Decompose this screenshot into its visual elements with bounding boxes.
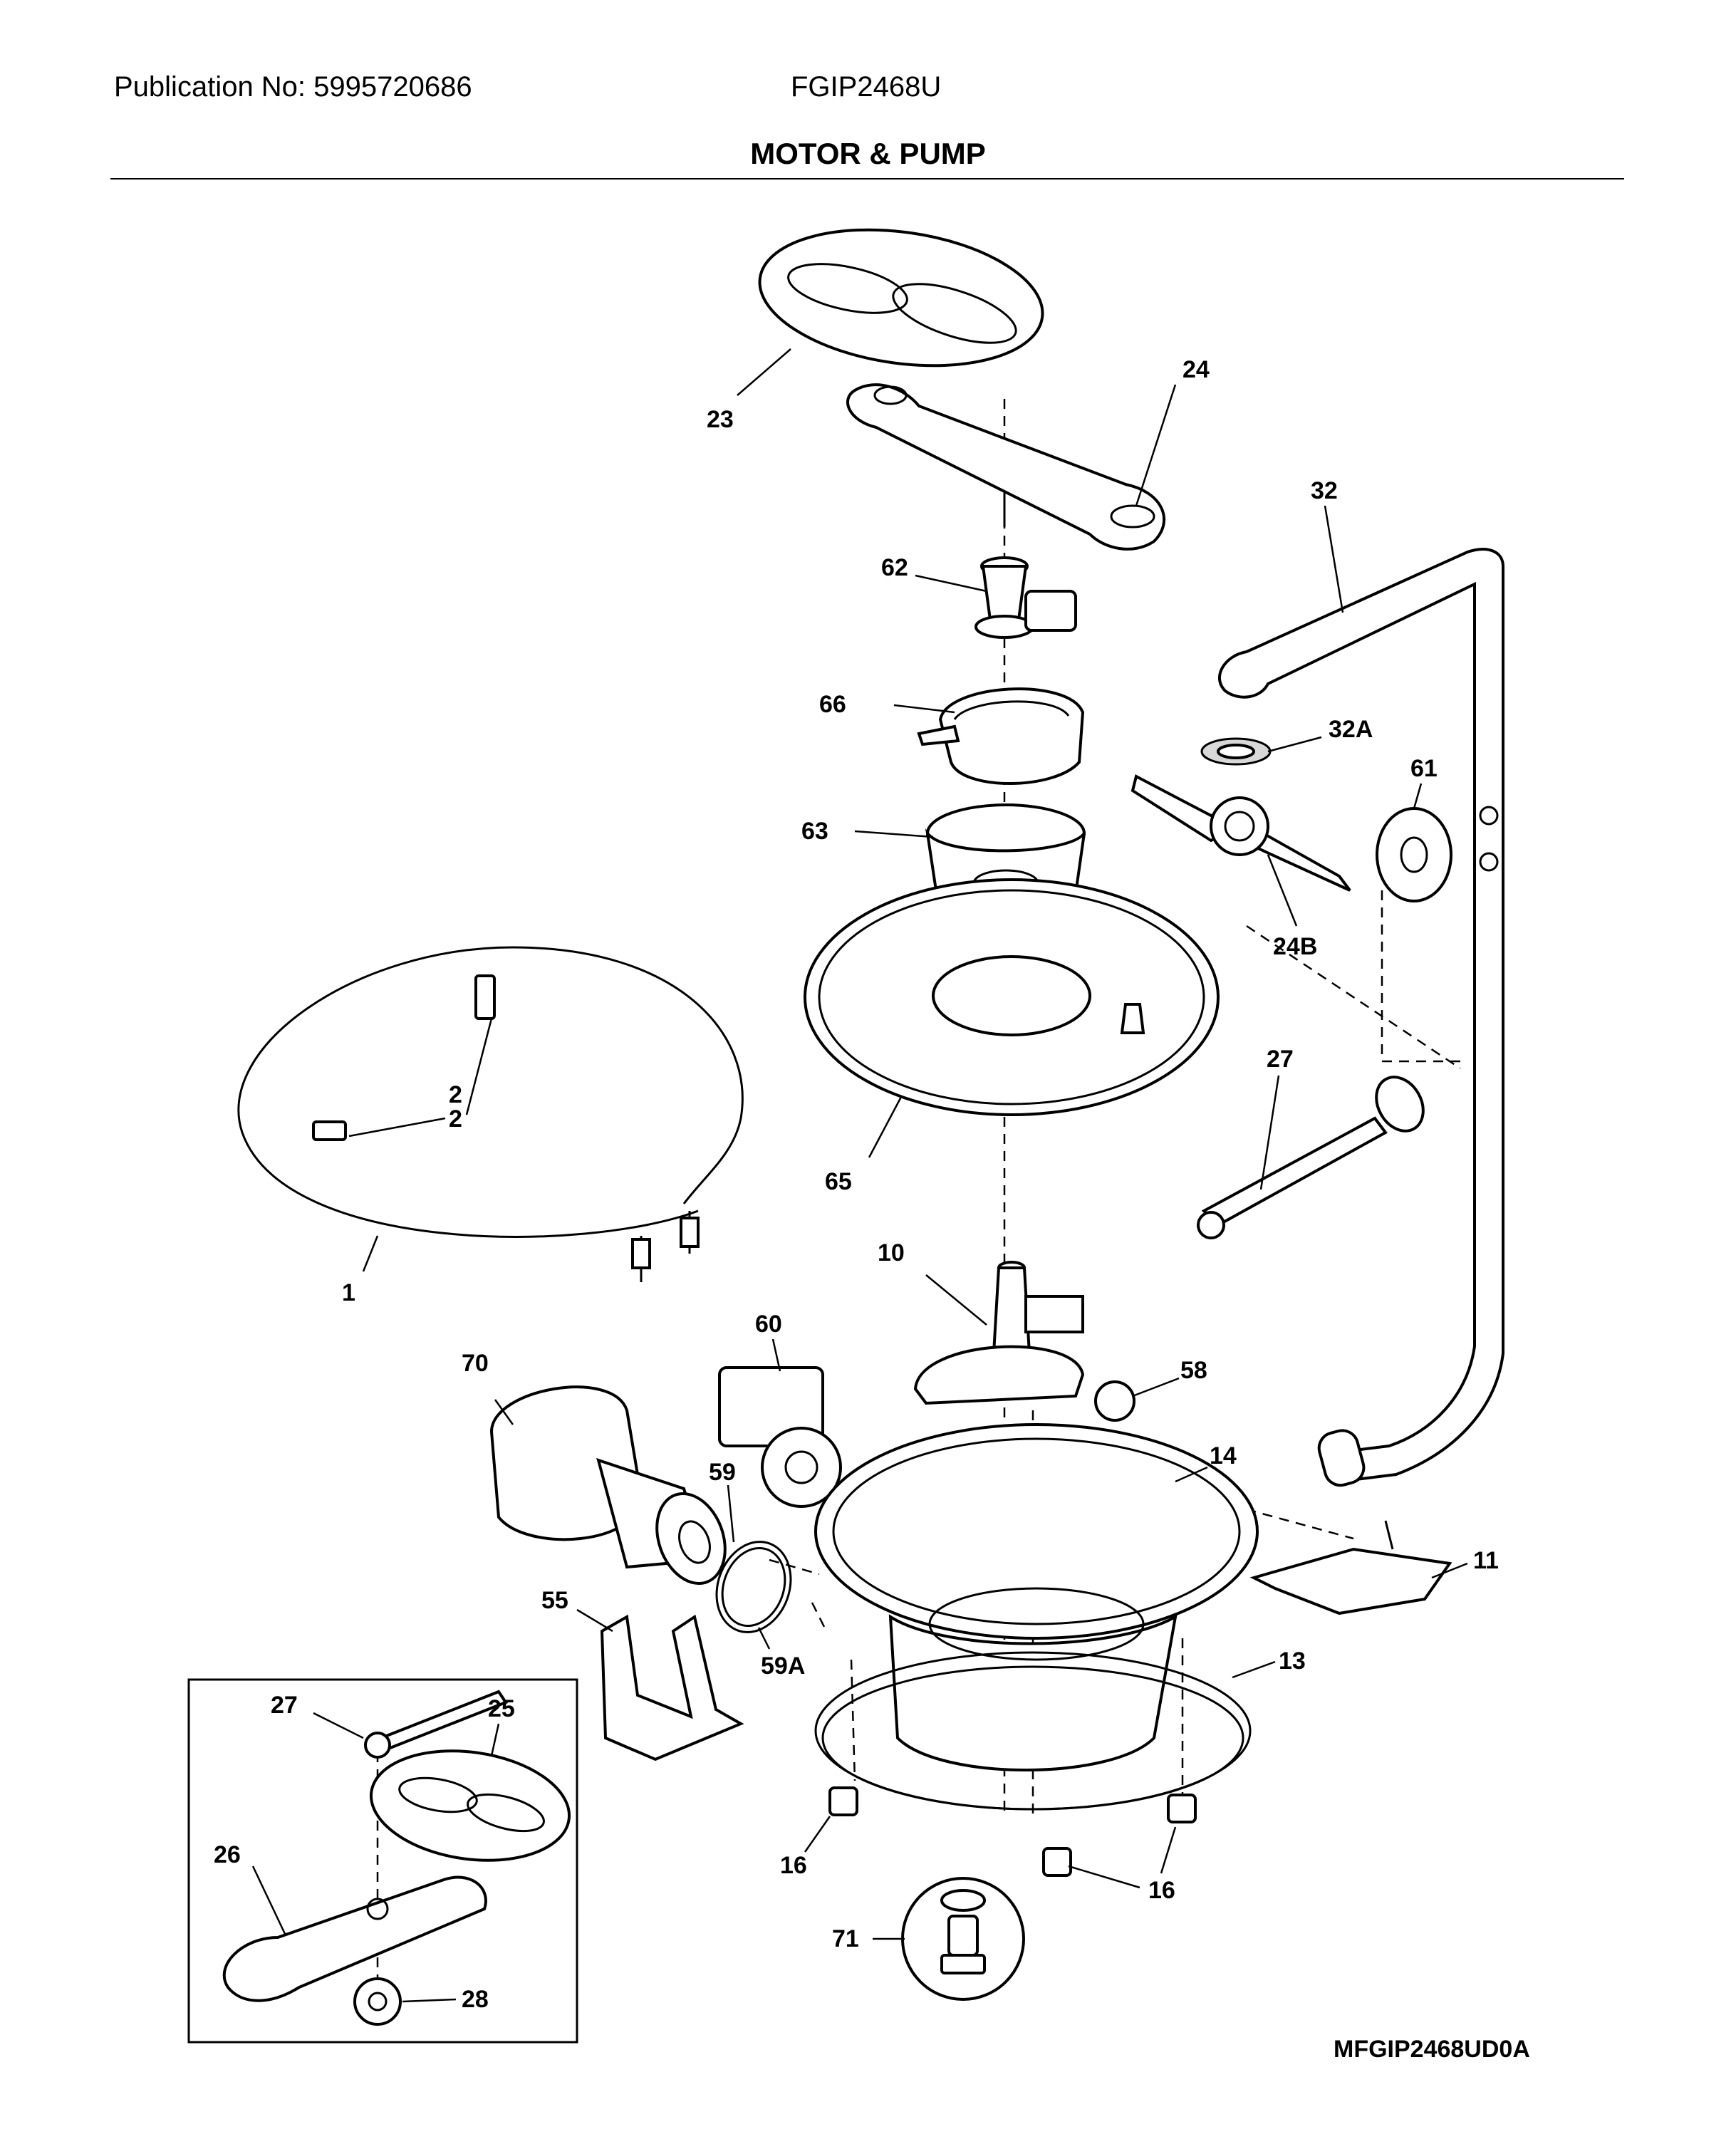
publication-number: Publication No: 5995720686 [114, 71, 472, 103]
callout-59: 59 [709, 1459, 736, 1486]
callout-2-upper: 2 [449, 1081, 462, 1108]
fine-filter-part [917, 687, 1085, 785]
drain-pump-part [718, 1366, 842, 1508]
motor-bracket-part [600, 1614, 744, 1761]
callout-27-inset: 27 [271, 1692, 298, 1719]
callout-70: 70 [462, 1350, 489, 1377]
callout-24: 24 [1183, 356, 1210, 383]
circulation-motor-part [489, 1385, 727, 1585]
callout-65: 65 [825, 1168, 852, 1195]
callout-16-left: 16 [780, 1852, 807, 1879]
pump-seal-ring-part [715, 1541, 792, 1633]
callout-11: 11 [1473, 1547, 1499, 1574]
heater-shield-part [1249, 1520, 1452, 1615]
callout-32a: 32A [1329, 716, 1373, 743]
check-valve-part [901, 1877, 1025, 2001]
model-number: FGIP2468U [791, 71, 942, 103]
callout-labels: 23 24 62 32 66 32A 61 63 24B 27 65 2 2 1… [214, 356, 1499, 2013]
filter-plate-part [804, 878, 1220, 1116]
sump-clip-part [828, 1786, 1197, 1877]
upper-spray-arm-part [846, 383, 1166, 551]
section-title: MOTOR & PUMP [750, 137, 986, 170]
sump-gasket-part [814, 1651, 1252, 1811]
callout-1: 1 [342, 1279, 355, 1306]
callout-25: 25 [488, 1695, 515, 1722]
spray-arm-bearing-part [1376, 807, 1452, 902]
callout-60: 60 [755, 1311, 782, 1338]
callout-62: 62 [881, 554, 908, 581]
upper-spray-shield-part [758, 228, 1044, 368]
inset-detail-box [187, 1678, 578, 2044]
spray-arm-support-part [913, 1261, 1085, 1405]
callout-10: 10 [878, 1239, 905, 1266]
element-clip-part [312, 974, 496, 1141]
drawing-code: MFGIP2468UD0A [1334, 2036, 1530, 2063]
callout-14: 14 [1210, 1442, 1237, 1469]
header-divider [110, 178, 1624, 179]
spray-arm-adapter-part [974, 556, 1077, 639]
callout-leaders [251, 348, 1468, 2003]
callout-23: 23 [707, 406, 734, 433]
callout-63: 63 [801, 818, 828, 845]
callout-28: 28 [462, 1986, 489, 2013]
callout-2-lower: 2 [449, 1105, 462, 1133]
callout-24b: 24B [1273, 933, 1317, 960]
sump-assembly-part [814, 1423, 1259, 1771]
middle-spray-arm-part [1131, 774, 1351, 892]
lower-wash-arm-manifold-part [1197, 1076, 1425, 1239]
upper-wash-tube-part [1217, 548, 1504, 1487]
callout-61: 61 [1410, 755, 1438, 782]
callout-59a: 59A [761, 1653, 805, 1680]
wash-tube-seal-part [1200, 737, 1272, 766]
callout-66: 66 [819, 691, 846, 718]
callout-26: 26 [214, 1841, 241, 1868]
callout-71: 71 [832, 1925, 859, 1952]
callout-58: 58 [1180, 1357, 1207, 1384]
heating-element-part [237, 946, 744, 1282]
callout-13: 13 [1279, 1648, 1306, 1675]
callout-55: 55 [541, 1587, 568, 1614]
check-ball-part [1094, 1380, 1135, 1422]
callout-32: 32 [1311, 477, 1338, 504]
callout-16-right: 16 [1148, 1877, 1175, 1904]
callout-27-main: 27 [1267, 1046, 1294, 1073]
